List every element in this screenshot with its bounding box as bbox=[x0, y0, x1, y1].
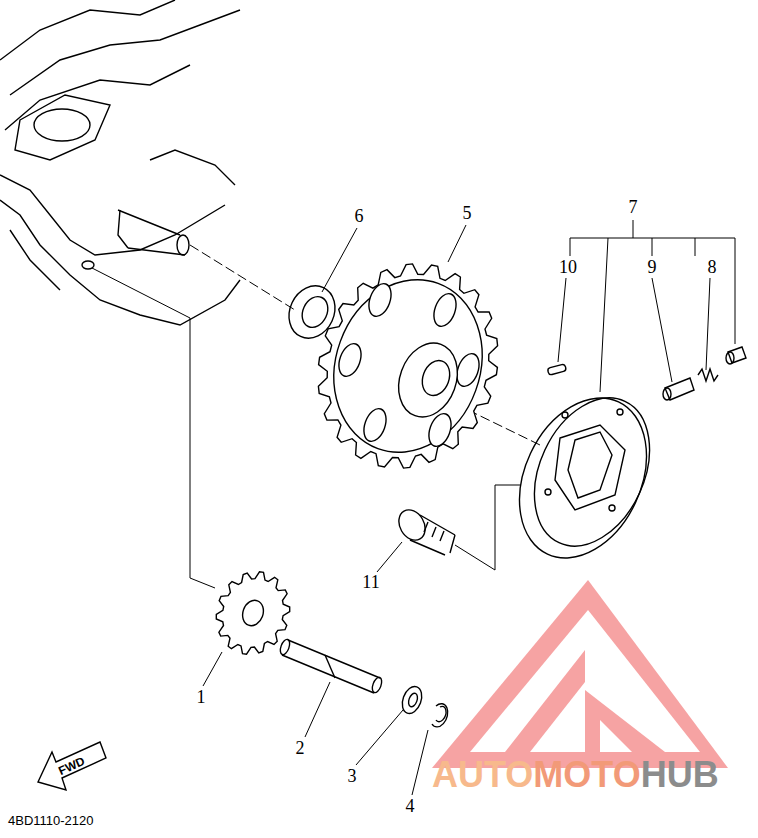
watermark-text: HUB bbox=[641, 757, 719, 793]
washer-circlip bbox=[399, 684, 448, 727]
callout-number: 1 bbox=[197, 688, 206, 706]
callout-number: 8 bbox=[708, 258, 717, 276]
callout-number: 9 bbox=[648, 258, 657, 276]
gear-boss bbox=[389, 335, 468, 426]
assembly-lines bbox=[92, 245, 540, 588]
callout-number: 6 bbox=[355, 207, 364, 225]
gear-hole bbox=[360, 406, 390, 445]
shaft bbox=[279, 638, 384, 694]
starter-clutch bbox=[495, 377, 672, 578]
callout-number: 10 bbox=[559, 258, 577, 276]
callout-number: 7 bbox=[629, 198, 638, 216]
leader-lines bbox=[203, 220, 735, 795]
gear-web bbox=[310, 259, 506, 474]
watermark-logo bbox=[432, 580, 728, 768]
gear-hole bbox=[335, 341, 365, 380]
watermark-text: MOTO bbox=[533, 757, 640, 793]
callout-number: 3 bbox=[348, 767, 357, 785]
bolt bbox=[394, 505, 455, 555]
callout-number: 5 bbox=[463, 204, 472, 222]
gear-hole bbox=[365, 281, 395, 320]
callout-number: 11 bbox=[362, 573, 379, 591]
gear-hole bbox=[430, 291, 460, 330]
idle-gear bbox=[216, 572, 289, 654]
diagram-code: 4BD1110-2120 bbox=[8, 814, 94, 827]
callout-number: 4 bbox=[406, 797, 415, 815]
engine-case bbox=[0, 0, 240, 325]
idle-gear-bore bbox=[239, 597, 267, 628]
callout-number: 2 bbox=[296, 739, 305, 757]
fwd-arrow bbox=[38, 742, 106, 790]
gear-bore bbox=[418, 357, 455, 400]
watermark-text: AUTO bbox=[432, 757, 533, 793]
clutch-small-parts bbox=[547, 347, 746, 400]
